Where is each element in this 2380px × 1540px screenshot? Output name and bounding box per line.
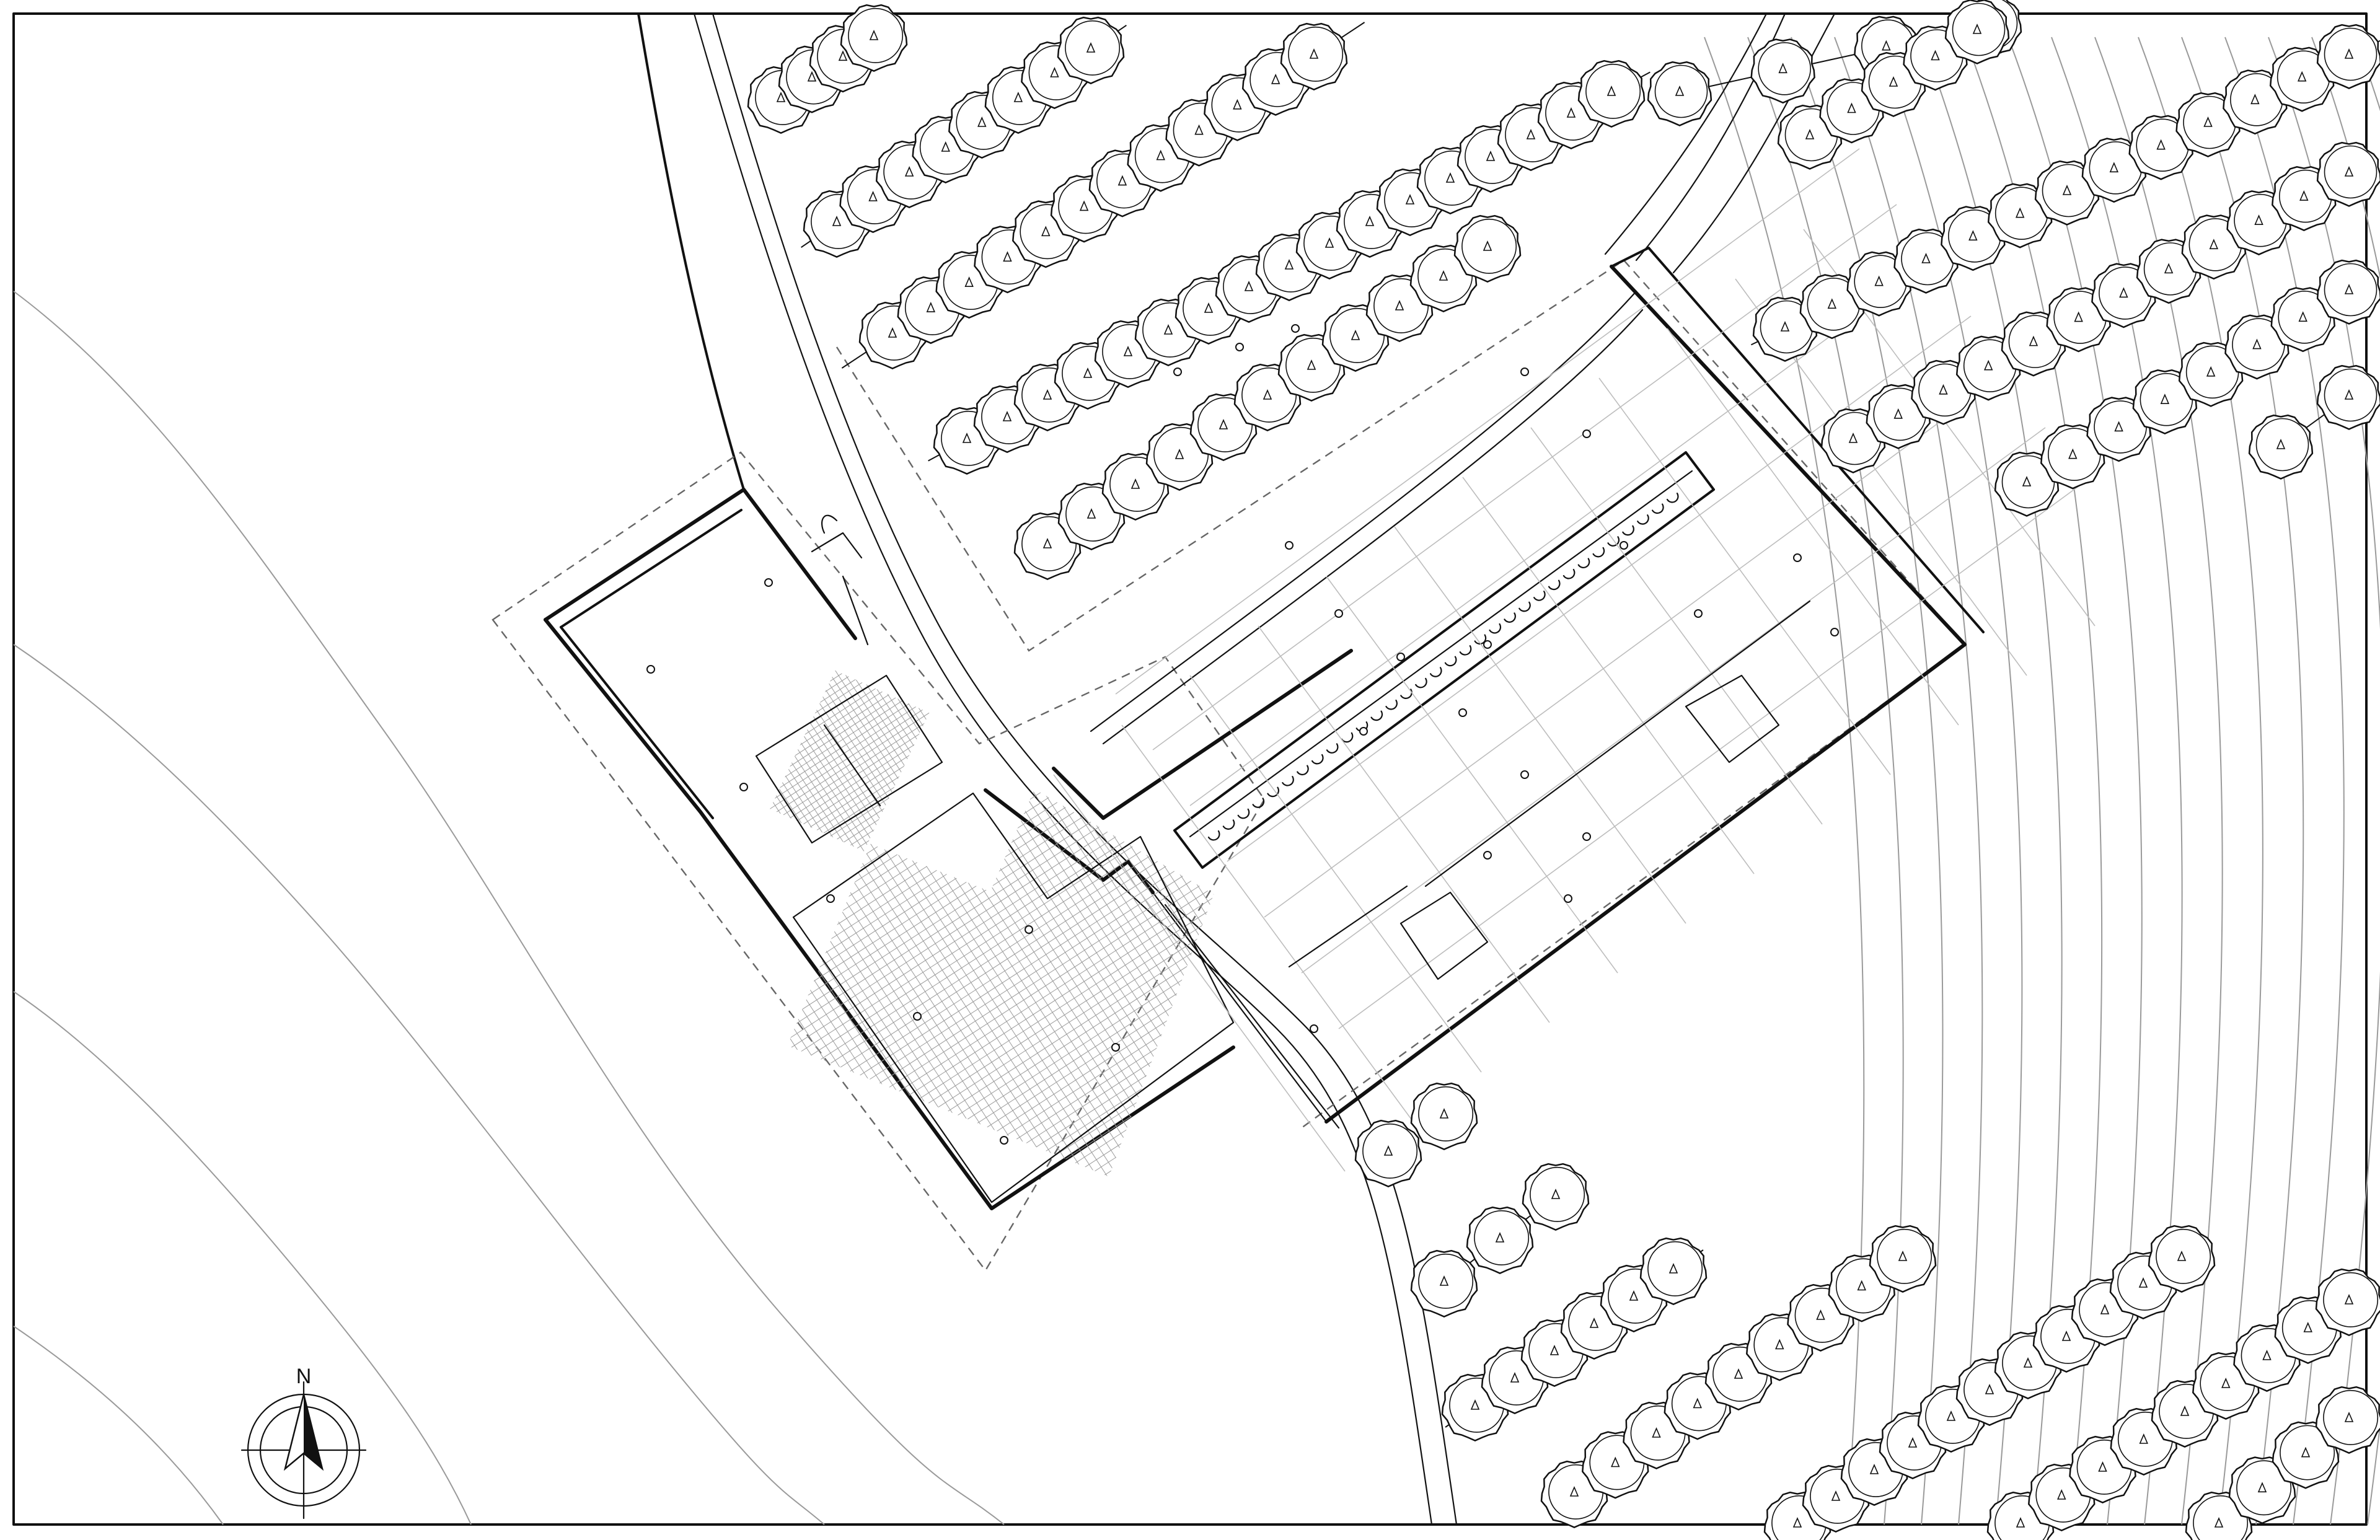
- tree-icon: [2315, 1268, 2380, 1336]
- tree-icon: [1522, 1163, 1590, 1231]
- slope-line: [2268, 37, 2380, 1525]
- orchard-trees: [747, 0, 2380, 1540]
- tree-icon: [2316, 24, 2380, 89]
- building-outline: [491, 247, 1985, 1272]
- road-edges: [637, 12, 1836, 1526]
- column-post: [1582, 429, 1591, 438]
- slope-line: [1791, 37, 1944, 1525]
- tree-icon: [1410, 1082, 1478, 1150]
- tree-icon: [2316, 141, 2380, 207]
- light-wells: [1399, 674, 1780, 980]
- tree-icon: [2040, 424, 2105, 490]
- tree-icon: [1750, 38, 1815, 104]
- column-post: [1620, 541, 1628, 550]
- column-post: [1310, 1024, 1318, 1033]
- column-post: [1564, 894, 1572, 903]
- north-arrow-label: N: [296, 1365, 312, 1388]
- tree-icon: [1647, 61, 1712, 126]
- slope-line: [1834, 37, 1983, 1525]
- column-post: [1483, 640, 1492, 649]
- tree-icon: [1057, 16, 1125, 84]
- terrain-contours: [13, 291, 1005, 1525]
- tree-icon: [1453, 214, 1522, 283]
- north-arrow: N: [240, 1365, 367, 1520]
- column-post: [826, 894, 835, 903]
- tree-icon: [1466, 1206, 1534, 1274]
- column-post: [739, 783, 748, 791]
- column-post: [646, 665, 655, 674]
- column-post: [1793, 553, 1802, 562]
- column-post: [1359, 727, 1368, 736]
- tree-icon: [1354, 1119, 1422, 1187]
- column-post: [1285, 541, 1294, 550]
- tree-icon: [2316, 259, 2380, 325]
- column-post: [1694, 609, 1703, 618]
- tree-icon: [1869, 1225, 1937, 1293]
- tree-icon: [2248, 414, 2314, 480]
- column-post: [1483, 851, 1492, 860]
- column-post: [1396, 653, 1405, 661]
- courtyard-grid: [1053, 148, 2096, 1172]
- tree-icon: [2228, 1456, 2296, 1525]
- central-planter: [1173, 451, 1715, 869]
- column-post: [1173, 367, 1182, 376]
- column-post: [1334, 609, 1343, 618]
- column-post: [1582, 832, 1591, 841]
- column-post: [1111, 1043, 1120, 1052]
- column-post: [1830, 628, 1839, 636]
- column-post: [1291, 324, 1300, 333]
- tree-icon: [1410, 1249, 1478, 1318]
- drawing-frame: [12, 12, 2368, 1526]
- slope-line: [2311, 37, 2380, 1525]
- column-post: [1458, 708, 1467, 717]
- tree-icon: [1944, 0, 2010, 64]
- tree-icon: [2315, 1386, 2380, 1454]
- column-post: [1520, 367, 1529, 376]
- column-post: [1025, 925, 1033, 934]
- column-post: [1235, 343, 1244, 351]
- column-post: [1000, 1136, 1008, 1145]
- tree-icon: [2148, 1225, 2216, 1293]
- paved-terraces: [720, 640, 1312, 1285]
- tree-icon: [1280, 22, 1348, 90]
- tree-icon: [2316, 364, 2380, 430]
- column-post: [1520, 770, 1529, 779]
- slope-line: [1877, 37, 2023, 1525]
- tree-icon: [840, 4, 908, 72]
- column-posts: [646, 268, 1839, 1145]
- column-post: [913, 1012, 922, 1021]
- tree-icon: [1639, 1237, 1708, 1305]
- tree-icon: [1577, 59, 1646, 128]
- column-post: [764, 578, 773, 587]
